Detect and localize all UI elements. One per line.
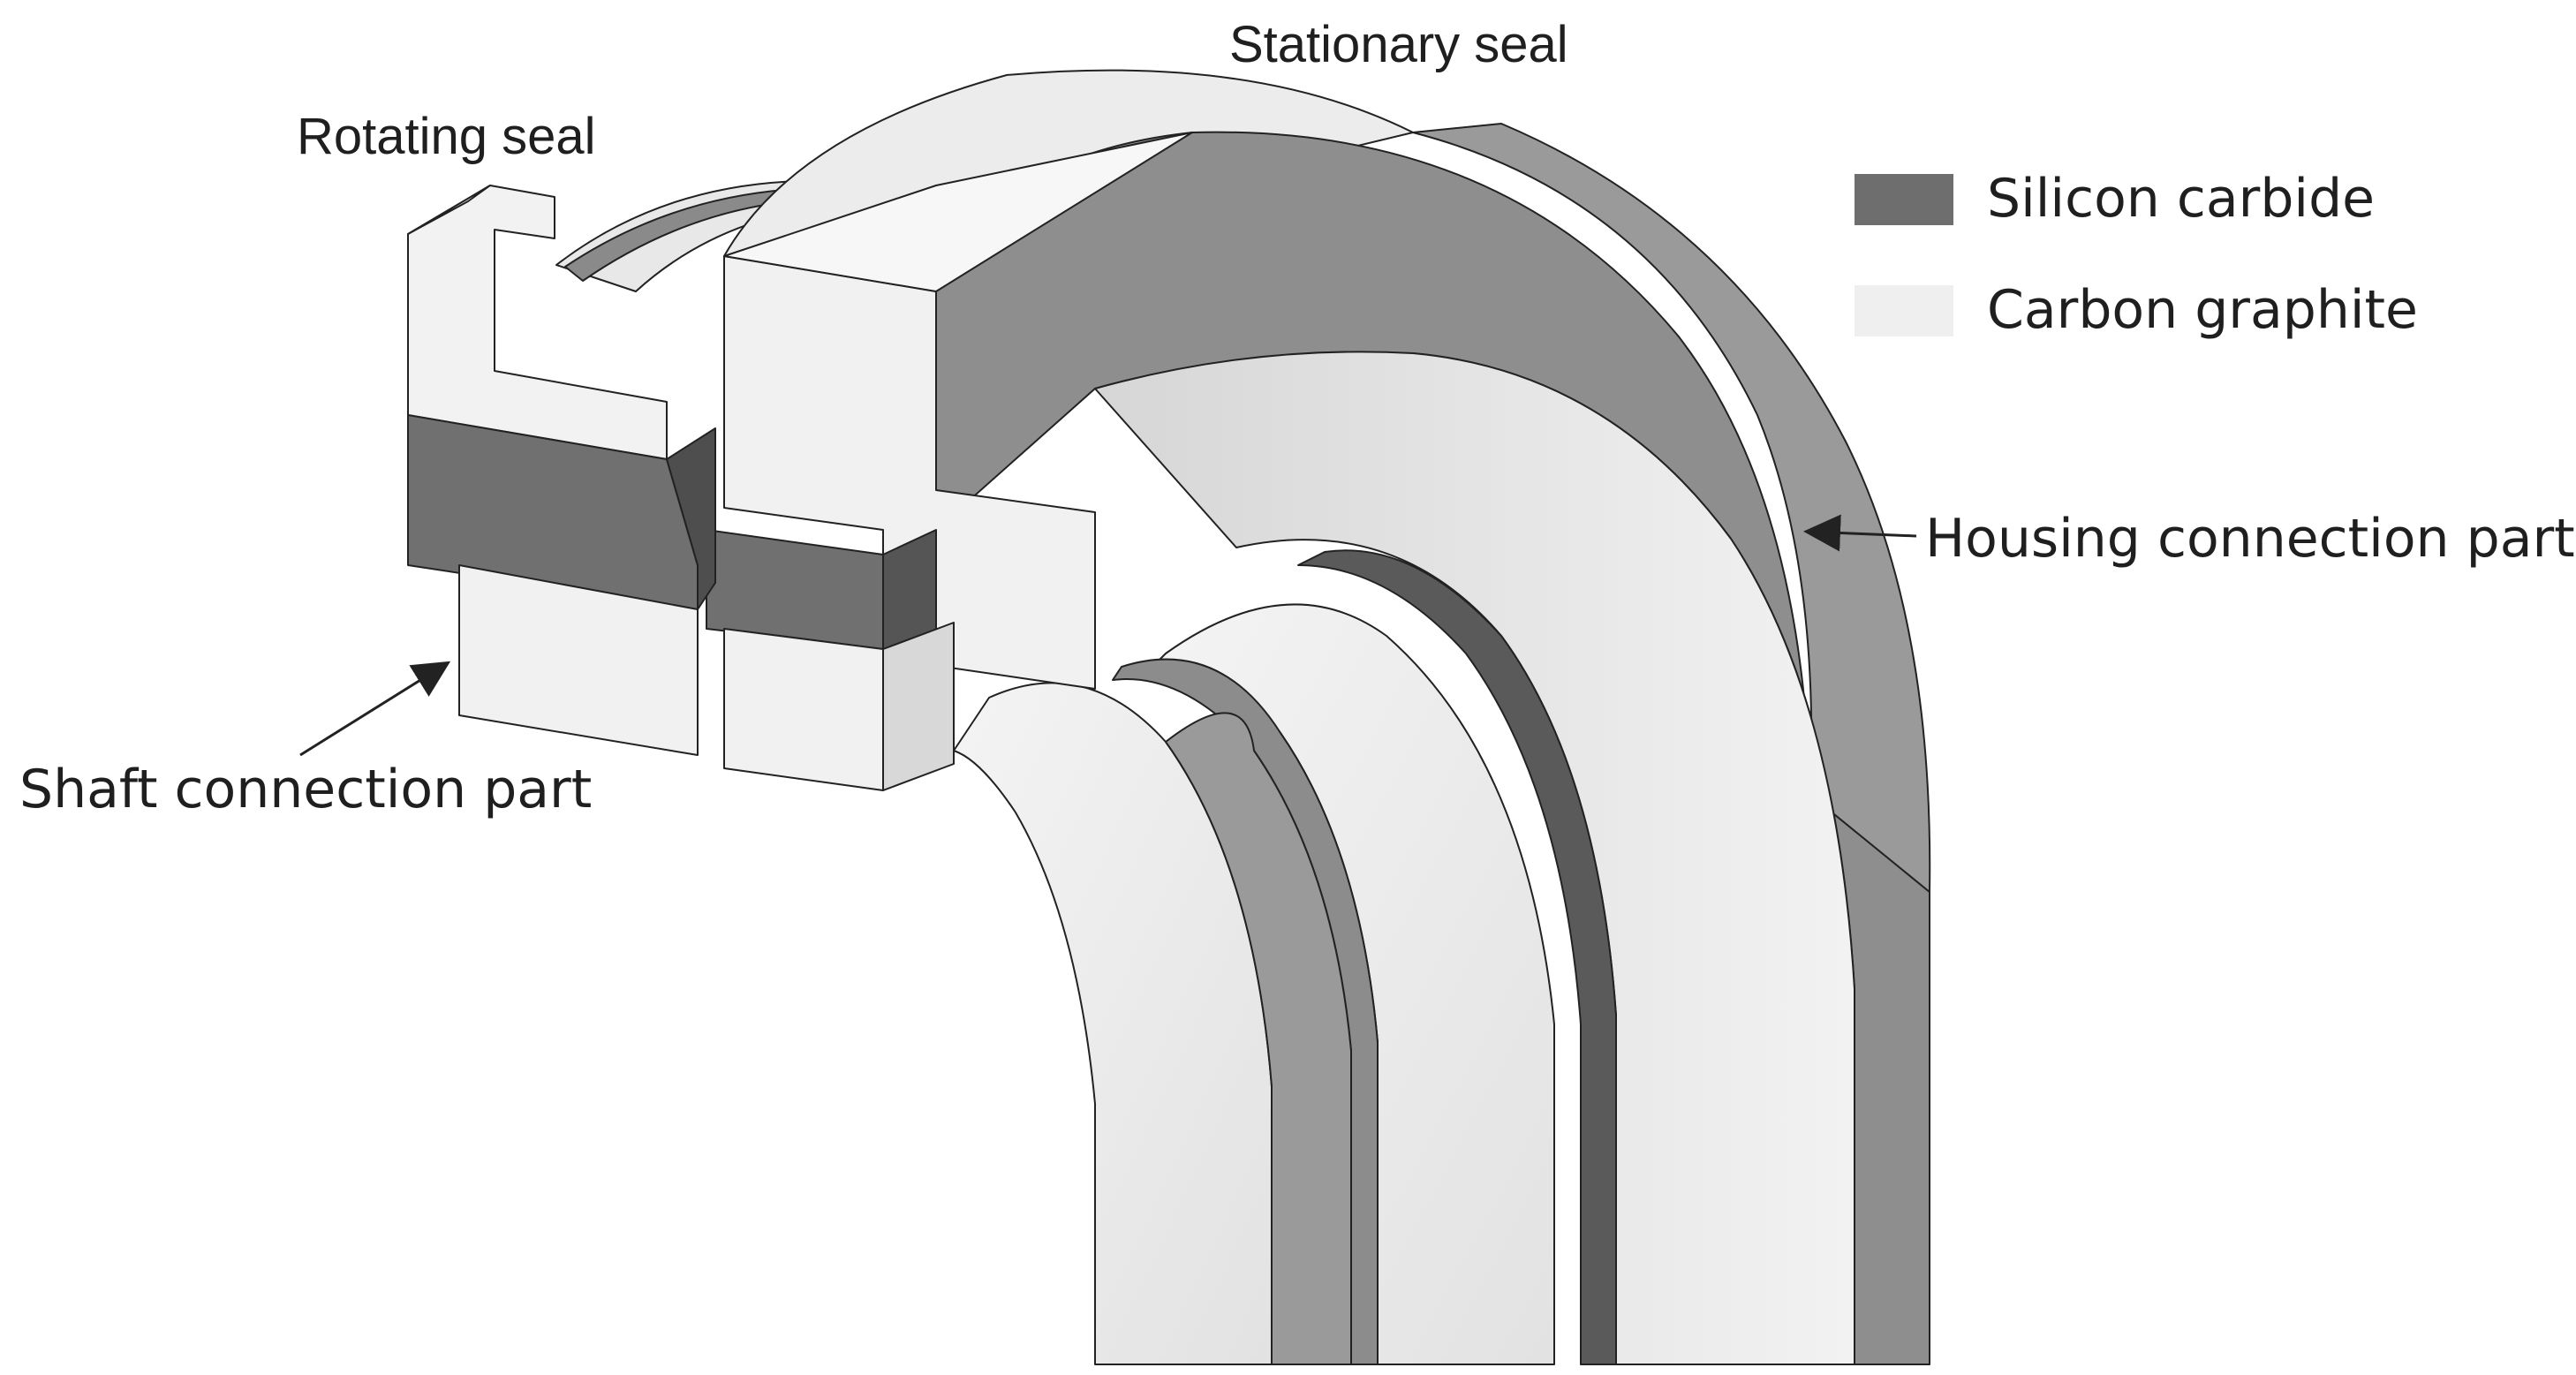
shaft-connection-arrow — [299, 661, 451, 757]
shaft-connection-label: Shaft connection part — [19, 759, 593, 820]
stationary-seal-label: Stationary seal — [1229, 16, 1568, 73]
housing-ring-back-face — [1412, 123, 1931, 893]
stationary-seal-lower-block — [723, 628, 884, 791]
legend-swatch-carbon-graphite — [1855, 285, 1953, 336]
rotating-seal-lower-block — [458, 564, 699, 756]
rotating-seal-lower-side — [666, 427, 716, 610]
rotating-seal-section-top-ledge — [407, 185, 491, 235]
silicon-carbide-thin-ring — [1297, 549, 1617, 1365]
housing-connection-label: Housing connection part — [1925, 508, 2575, 570]
rotating-seal-label: Rotating seal — [297, 108, 596, 165]
legend-label-carbon-graphite: Carbon graphite — [1987, 279, 2418, 341]
innermost-ring-side — [1165, 712, 1352, 1365]
legend-label-silicon-carbide: Silicon carbide — [1987, 168, 2376, 230]
legend-swatch-silicon-carbide — [1855, 174, 1953, 225]
stationary-seal-section-front — [723, 255, 1096, 690]
stationary-seal-lower-side — [882, 622, 955, 791]
housing-connection-arrow — [1803, 514, 1917, 552]
stationary-seal-section-top — [723, 132, 1193, 292]
